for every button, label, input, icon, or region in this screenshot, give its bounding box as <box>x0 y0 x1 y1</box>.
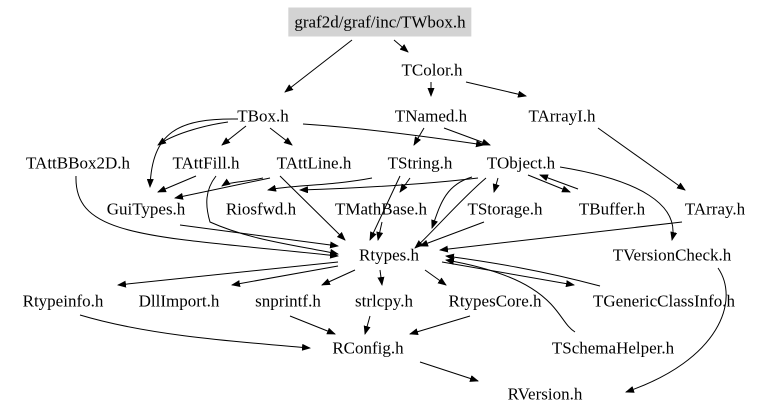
edge-twbox-tcolor <box>393 39 409 53</box>
edge-tattfill-guitypes <box>157 175 197 193</box>
edge-tbox-tattline <box>269 127 293 146</box>
edge-tobject-tbuffer <box>527 174 571 193</box>
node-twbox[interactable]: graf2d/graf/inc/TWbox.h <box>288 7 472 37</box>
node-tbox[interactable]: TBox.h <box>237 106 289 126</box>
node-rconfig[interactable]: RConfig.h <box>332 338 404 358</box>
node-tbuffer[interactable]: TBuffer.h <box>578 199 646 219</box>
edge-tstorage-rtypes <box>419 221 485 247</box>
edge-tnamed-tstring <box>413 127 425 146</box>
node-tattline[interactable]: TAttLine.h <box>276 153 352 173</box>
edge-tbox-guitypes <box>146 118 239 188</box>
edge-tobject-riosfwd <box>299 177 479 194</box>
edge-rtypes-tgenericclassinfo <box>441 261 575 288</box>
node-tarrayi[interactable]: TArrayI.h <box>528 106 596 126</box>
edge-rtypes-strlcpy <box>377 269 385 286</box>
edge-tbox-tattfill <box>221 125 247 146</box>
edge-tnamed-tobject <box>443 127 491 146</box>
node-rtypeinfo[interactable]: Rtypeinfo.h <box>22 291 104 311</box>
edge-tgenericclassinfo-rtypes <box>445 253 601 287</box>
node-tversioncheck[interactable]: TVersionCheck.h <box>612 245 732 265</box>
node-dllimport[interactable]: DllImport.h <box>138 291 220 311</box>
node-rtypes[interactable]: Rtypes.h <box>359 245 419 265</box>
edge-tarray-rtypes <box>439 221 683 253</box>
edge-tbox-tobject <box>302 123 485 148</box>
edge-tobject-tbuffer-back <box>539 174 579 190</box>
edge-tobject-tstorage <box>492 177 500 193</box>
node-tschemahelper[interactable]: TSchemaHelper.h <box>551 338 675 358</box>
edge-tattfill-rtypes <box>206 175 339 256</box>
node-tattfill[interactable]: TAttFill.h <box>172 153 240 173</box>
edge-rconfig-rversion <box>419 361 479 382</box>
node-tcolor[interactable]: TColor.h <box>401 60 463 80</box>
edge-rtypes-rtypeinfo <box>117 261 339 288</box>
edge-tmathbase-rtypes <box>376 221 384 241</box>
edge-tstring-rtypes <box>369 175 401 241</box>
edge-tstring-riosfwd <box>267 177 373 192</box>
edge-tschemahelper-rtypes <box>445 257 576 333</box>
edge-tobject-rtypes <box>431 176 473 229</box>
node-tarray[interactable]: TArray.h <box>684 199 746 219</box>
node-rtypescore[interactable]: RtypesCore.h <box>448 291 542 311</box>
edge-rtypeinfo-rconfig <box>79 314 311 351</box>
node-tobject[interactable]: TObject.h <box>486 153 556 173</box>
node-snprintf[interactable]: snprintf.h <box>255 291 321 311</box>
edge-tversioncheck-rversion <box>625 267 727 393</box>
edge-tattline-guitypes <box>174 177 271 200</box>
node-tmathbase[interactable]: TMathBase.h <box>334 199 428 219</box>
edge-tattbbox2d-rtypes <box>75 175 339 259</box>
edge-rtypes-snprintf <box>321 269 356 286</box>
node-strlcpy[interactable]: strlcpy.h <box>355 291 413 311</box>
edge-snprintf-rconfig <box>289 315 336 335</box>
node-tgenericclassinfo[interactable]: TGenericClassInfo.h <box>592 291 736 311</box>
edge-rtypes-dllimport <box>231 265 339 288</box>
edge-twbox-tbox <box>284 39 353 93</box>
edge-strlcpy-rconfig <box>363 315 371 335</box>
edge-guitypes-rtypes <box>179 224 339 249</box>
node-tnamed[interactable]: TNamed.h <box>394 106 468 126</box>
edge-rtypescore-rconfig <box>409 315 471 336</box>
edge-tarrayi-tarray <box>597 127 686 191</box>
node-tstorage[interactable]: TStorage.h <box>467 199 543 219</box>
node-tstring[interactable]: TString.h <box>387 153 453 173</box>
node-guitypes[interactable]: GuiTypes.h <box>106 199 186 219</box>
edge-rtypes-rtypescore <box>424 269 447 286</box>
node-rversion[interactable]: RVersion.h <box>507 384 583 404</box>
node-tattbbox2d[interactable]: TAttBBox2D.h <box>26 153 130 173</box>
edge-tcolor-tarrayi <box>465 81 527 98</box>
node-riosfwd[interactable]: Riosfwd.h <box>225 199 297 219</box>
edge-tattline-riosfwd <box>221 177 264 187</box>
edge-tbox-tattbbox2d <box>157 121 229 146</box>
edge-tobject-tversioncheck <box>559 166 678 241</box>
